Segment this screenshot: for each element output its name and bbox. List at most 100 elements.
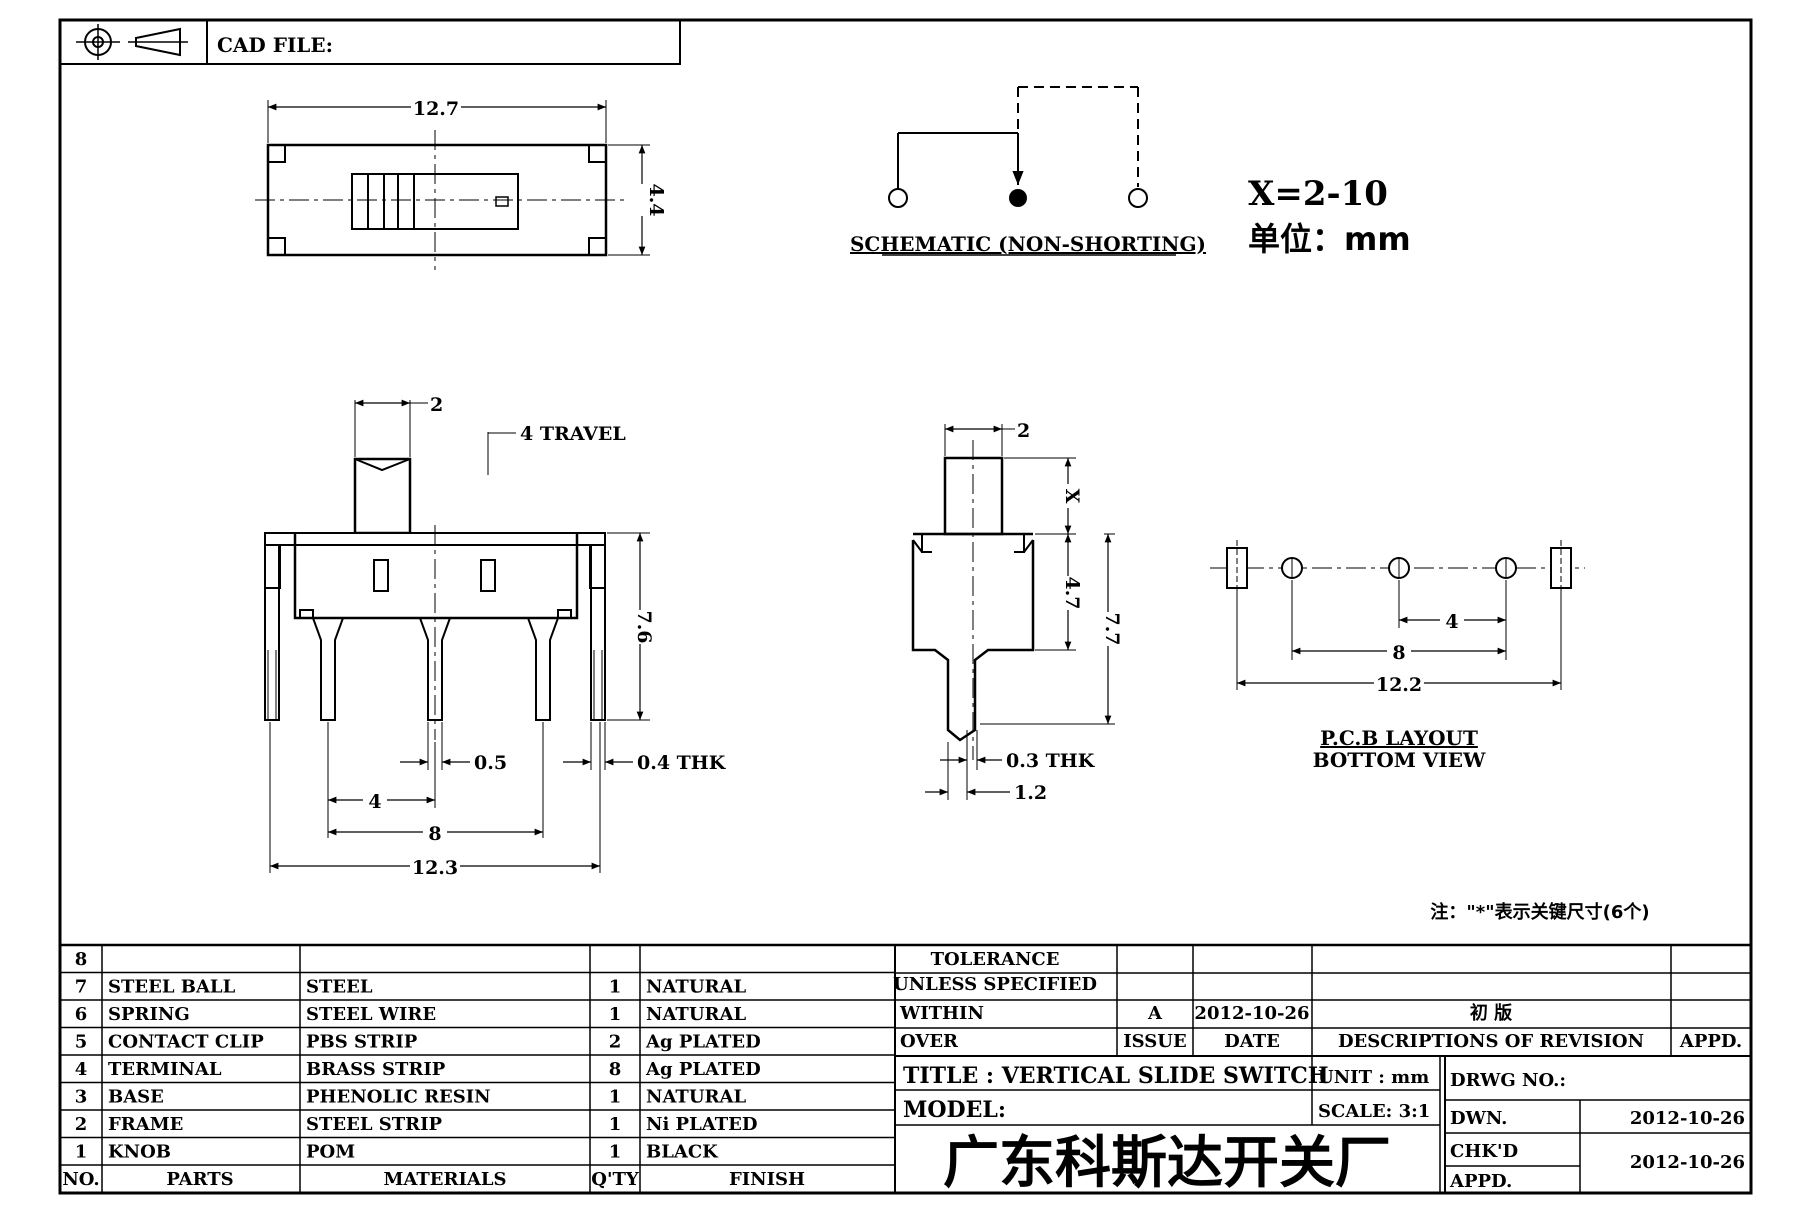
drawing-number-label: DRWG NO.: xyxy=(1450,1070,1566,1091)
bom-cell-part: CONTACT CLIP xyxy=(108,1032,264,1053)
bom-cell-finish: Ni PLATED xyxy=(646,1114,757,1135)
side-dim-knob: 2 xyxy=(1017,420,1030,442)
top-view: 12.7 4.4 xyxy=(255,96,667,270)
bom-cell-qty: 1 xyxy=(609,1004,622,1025)
bom-cell-finish: NATURAL xyxy=(646,1004,746,1025)
bom-cell-qty: 1 xyxy=(609,977,622,998)
pcb-dim-total: 12.2 xyxy=(1376,674,1422,696)
bom-header-material: MATERIALS xyxy=(383,1169,506,1190)
within-label: WITHIN xyxy=(899,1003,984,1024)
bom-cell-qty: 1 xyxy=(609,1142,622,1163)
top-dim-length: 12.7 xyxy=(413,98,459,120)
front-dim-body-height: 7.6 xyxy=(633,610,655,643)
drawn-date: 2012-10-26 xyxy=(1630,1108,1745,1129)
top-dim-height: 4.4 xyxy=(645,183,667,216)
bom-cell-part: FRAME xyxy=(108,1114,183,1135)
bom-cell-no: 8 xyxy=(75,949,88,970)
pcb-layout: 4 8 12.2 P.C.B LAYOUT BOTTOM VIEW xyxy=(1210,540,1585,772)
bom-cell-finish: NATURAL xyxy=(646,1087,746,1108)
bom-cell-part: SPRING xyxy=(108,1004,190,1025)
bom-header-part: PARTS xyxy=(166,1169,233,1190)
cad-file-label: CAD FILE: xyxy=(217,33,333,57)
bom-cell-part: BASE xyxy=(108,1087,164,1108)
front-view: 2 4 TRAVEL 7.6 0.5 0.4 T xyxy=(264,394,727,879)
front-dim-thk: 0.4 THK xyxy=(637,752,727,774)
bom-cell-material: POM xyxy=(306,1142,355,1163)
key-dimension-note: 注："*"表示关键尺寸(6个) xyxy=(1430,901,1649,923)
checked-label: CHK'D xyxy=(1450,1141,1518,1162)
model-label: MODEL: xyxy=(903,1097,1006,1123)
description-of-revision-label: DESCRIPTIONS OF REVISION xyxy=(1338,1031,1644,1052)
drawing-title: TITLE : VERTICAL SLIDE SWITCH xyxy=(903,1063,1329,1089)
company-name: 广东科斯达开关厂 xyxy=(943,1131,1391,1196)
unit-label: UNIT : mm xyxy=(1318,1067,1429,1088)
title-block xyxy=(895,945,1751,1193)
bom-cell-no: 2 xyxy=(75,1114,88,1135)
pcb-dim-span: 8 xyxy=(1392,642,1405,664)
schematic: SCHEMATIC (NON-SHORTING) xyxy=(850,86,1206,256)
rev-issue: A xyxy=(1147,1003,1163,1024)
sheet-border xyxy=(58,18,1753,1195)
bom-cell-part: TERMINAL xyxy=(108,1059,222,1080)
bom-cell-no: 3 xyxy=(75,1087,88,1108)
header-box: CAD FILE: xyxy=(59,19,681,65)
bom-cell-material: STEEL xyxy=(306,977,373,998)
bom-cell-material: PBS STRIP xyxy=(306,1032,418,1053)
front-dim-knob: 2 xyxy=(430,394,443,416)
bom-cell-finish: Ag PLATED xyxy=(645,1059,761,1080)
bom-cell-qty: 2 xyxy=(609,1032,622,1053)
rev-description: 初 版 xyxy=(1470,1002,1512,1024)
bom-cell-finish: Ag PLATED xyxy=(645,1032,761,1053)
bom-cell-qty: 1 xyxy=(609,1114,622,1135)
bom-cell-no: 4 xyxy=(75,1059,88,1080)
pcb-title-line2: BOTTOM VIEW xyxy=(1313,748,1486,772)
bom-header-no: NO. xyxy=(62,1169,99,1190)
tolerance-line2: UNLESS SPECIFIED xyxy=(893,974,1097,995)
bom-cell-part: STEEL BALL xyxy=(108,977,236,998)
bom-cell-material: BRASS STRIP xyxy=(306,1059,446,1080)
front-dim-total: 12.3 xyxy=(412,857,458,879)
side-dim-total: 7.7 xyxy=(1101,612,1123,645)
appd-label: APPD. xyxy=(1679,1031,1742,1052)
bom-cell-no: 5 xyxy=(75,1032,88,1053)
unit-note: 单位：mm xyxy=(1248,220,1411,258)
bom-cell-finish: BLACK xyxy=(646,1142,719,1163)
bom-cell-material: STEEL WIRE xyxy=(306,1004,436,1025)
side-view: 2 X 4.7 7.7 0.3 THK 1.2 xyxy=(911,420,1123,804)
date-label: DATE xyxy=(1224,1031,1280,1052)
bom-cell-no: 1 xyxy=(75,1142,88,1163)
over-label: OVER xyxy=(900,1031,959,1052)
pcb-dim-pitch: 4 xyxy=(1445,611,1458,633)
pcb-title-line1: P.C.B LAYOUT xyxy=(1320,726,1478,750)
bom-cell-no: 7 xyxy=(75,977,88,998)
scale-label: SCALE: 3:1 xyxy=(1318,1101,1430,1122)
side-dim-pin: 1.2 xyxy=(1014,782,1047,804)
tolerance-line1: TOLERANCE xyxy=(931,949,1060,970)
issue-label: ISSUE xyxy=(1123,1031,1186,1052)
schematic-label: SCHEMATIC (NON-SHORTING) xyxy=(850,232,1206,256)
bom-header-finish: FINISH xyxy=(729,1169,805,1190)
front-dim-pitch: 4 xyxy=(368,791,381,813)
travel-label: 4 TRAVEL xyxy=(520,423,626,445)
bom-cell-finish: NATURAL xyxy=(646,977,746,998)
x-range-note: X=2-10 xyxy=(1248,174,1388,214)
projection-symbol-icon xyxy=(76,24,188,60)
front-dim-pin-width: 0.5 xyxy=(474,752,507,774)
checked-date: 2012-10-26 xyxy=(1630,1152,1745,1173)
front-dim-span: 8 xyxy=(428,823,441,845)
side-dim-thk: 0.3 THK xyxy=(1006,750,1096,772)
bom-cell-no: 6 xyxy=(75,1004,88,1025)
bom-cell-material: STEEL STRIP xyxy=(306,1114,443,1135)
side-dim-x: X xyxy=(1061,489,1083,504)
rev-date: 2012-10-26 xyxy=(1194,1003,1309,1024)
bom-cell-qty: 1 xyxy=(609,1087,622,1108)
side-dim-body: 4.7 xyxy=(1061,576,1083,609)
bom-cell-qty: 8 xyxy=(609,1059,622,1080)
bom-cell-material: PHENOLIC RESIN xyxy=(306,1087,491,1108)
bom-header-qty: Q'TY xyxy=(591,1169,640,1190)
bom-cell-part: KNOB xyxy=(108,1142,171,1163)
approved-label: APPD. xyxy=(1449,1171,1512,1192)
drawn-label: DWN. xyxy=(1450,1108,1507,1129)
bom-table xyxy=(60,943,1751,1193)
